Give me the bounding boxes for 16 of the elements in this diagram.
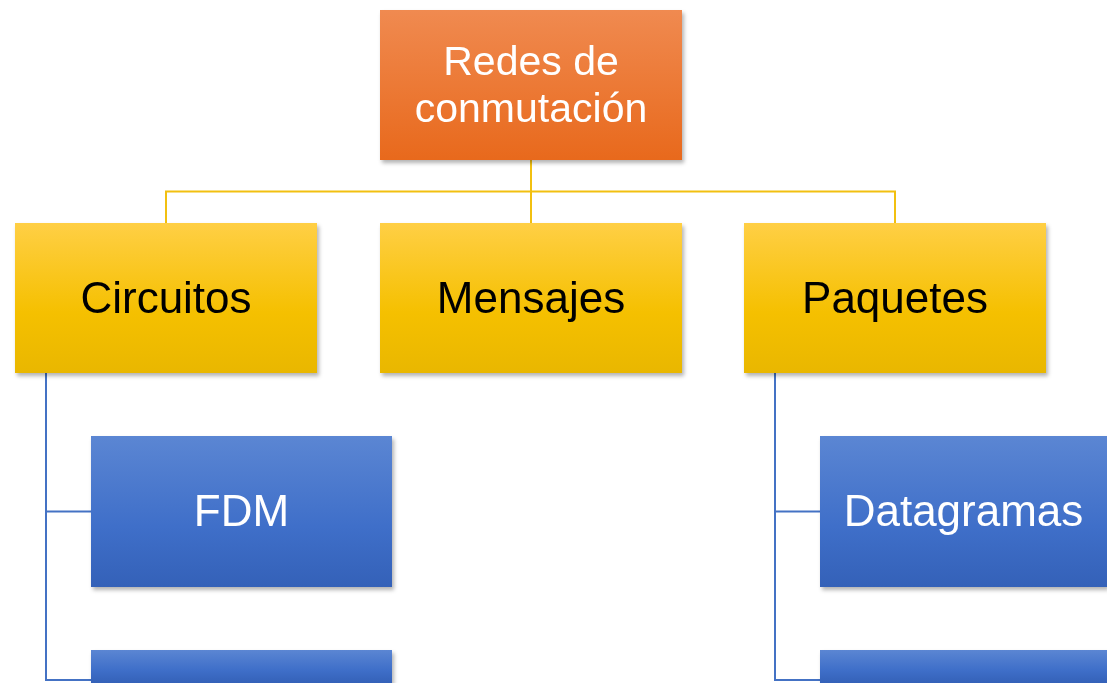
box-label: Mensajes [436,272,626,324]
subcategory-box [820,650,1107,683]
box-label: Paquetes [802,272,988,324]
box-label: Redes de conmutación [413,37,649,133]
subcategory-box [91,650,392,683]
category-box [15,223,317,373]
root-box [380,10,682,160]
subcategory-box [820,436,1107,587]
box-label: FDM [193,486,290,537]
category-box [744,223,1046,373]
connector-line [774,372,821,681]
category-box [380,223,682,373]
connector-line [45,372,92,681]
box-label: Datagramas [843,486,1084,537]
subcategory-box [91,436,392,587]
box-label: Circuitos [80,272,252,324]
